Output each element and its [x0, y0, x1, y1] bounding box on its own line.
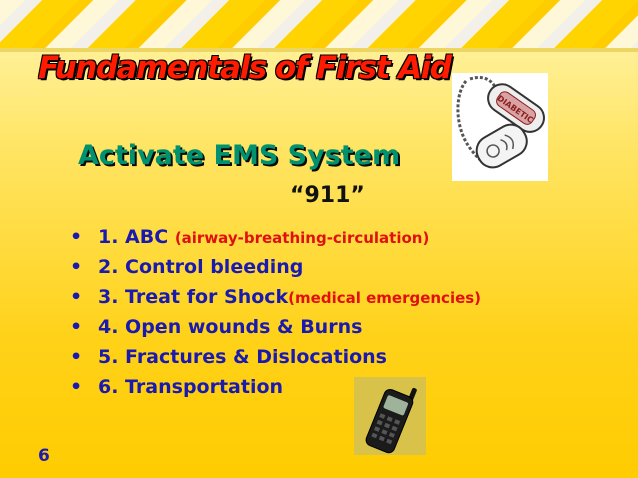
- list-item: • 3. Treat for Shock(medical emergencies): [70, 282, 481, 312]
- list-item: • 6. Transportation: [70, 372, 481, 402]
- slide-title: Fundamentals of First Aid: [38, 50, 452, 86]
- medical-alert-tag-image: DIABETIC: [452, 73, 548, 181]
- step-text: 5. Fractures & Dislocations: [98, 346, 387, 368]
- cell-phone-icon: [354, 377, 426, 455]
- bullet-icon: •: [70, 376, 83, 398]
- header-stripes: [0, 0, 638, 48]
- bullet-icon: •: [70, 316, 83, 338]
- list-item: • 4. Open wounds & Burns: [70, 312, 481, 342]
- first-aid-steps-list: • 1. ABC (airway-breathing-circulation) •…: [70, 222, 481, 402]
- step-text: 1. ABC: [98, 226, 169, 248]
- step-note: (airway-breathing-circulation): [174, 229, 430, 247]
- page-number: 6: [38, 446, 50, 466]
- step-text: 6. Transportation: [98, 376, 284, 398]
- bullet-icon: •: [70, 256, 83, 278]
- bullet-icon: •: [70, 226, 83, 248]
- cell-phone-image: [354, 377, 426, 455]
- medical-alert-tag-icon: DIABETIC: [456, 75, 545, 169]
- step-text: 3. Treat for Shock: [98, 286, 289, 308]
- bullet-icon: •: [70, 286, 83, 308]
- step-note: (medical emergencies): [288, 289, 482, 307]
- slide-subtitle: Activate EMS System: [78, 140, 401, 171]
- header-stripes-shadow: [0, 48, 638, 52]
- list-item: • 5. Fractures & Dislocations: [70, 342, 481, 372]
- list-item: • 1. ABC (airway-breathing-circulation): [70, 222, 481, 252]
- step-text: 2. Control bleeding: [98, 256, 304, 278]
- bullet-icon: •: [70, 346, 83, 368]
- emergency-number: “911”: [290, 183, 365, 208]
- step-text: 4. Open wounds & Burns: [98, 316, 363, 338]
- list-item: • 2. Control bleeding: [70, 252, 481, 282]
